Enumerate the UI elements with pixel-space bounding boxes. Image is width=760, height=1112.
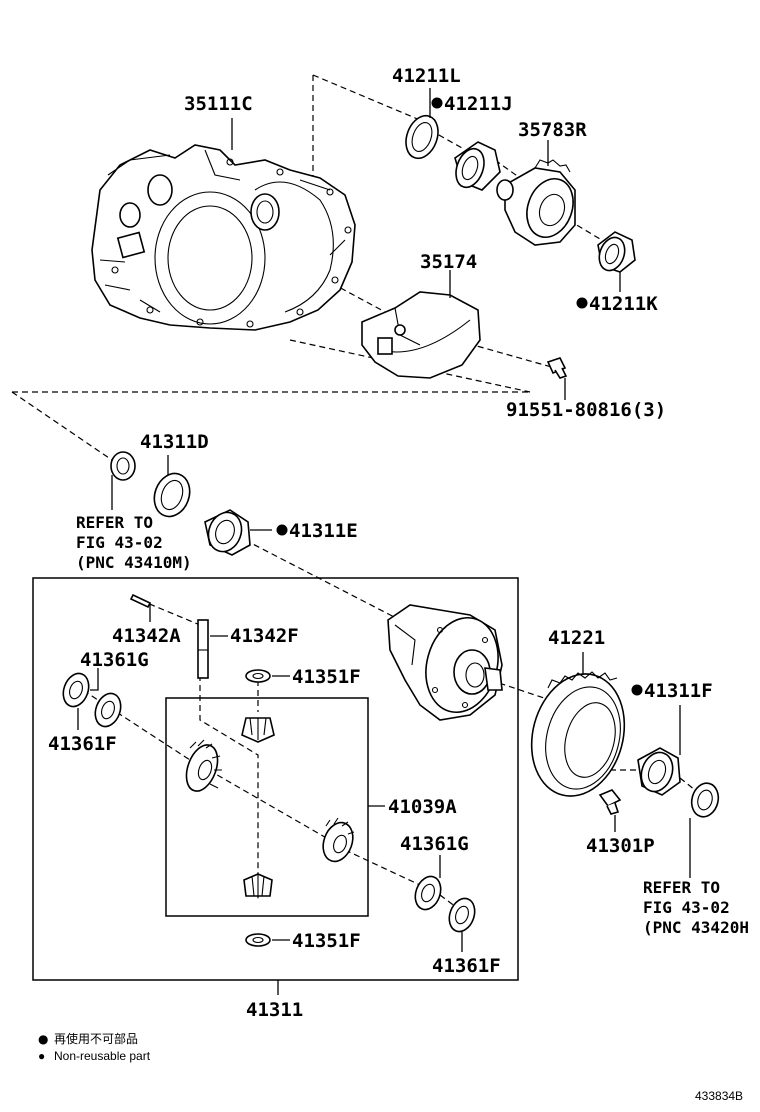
- label-41211j: 41211J: [444, 93, 513, 115]
- washer-41361g-top: [62, 672, 90, 708]
- label-41351f-top: 41351F: [292, 666, 361, 688]
- kit-box-41311: [32, 577, 519, 981]
- label-35111c: 35111C: [184, 93, 253, 115]
- label-35174: 35174: [420, 251, 477, 273]
- refer-right-line3: (PNC 43420H: [643, 918, 749, 937]
- assembly-lines: [11, 74, 696, 911]
- part-labels: 41211L 41211J 35111C 35783R 35174 41211K…: [48, 65, 749, 1021]
- nonreusable-marker-41211k: [576, 297, 588, 309]
- refer-right-line2: FIG 43-02: [643, 898, 730, 917]
- side-gear-left: [185, 739, 222, 792]
- label-41342f: 41342F: [230, 625, 299, 647]
- shaft-41342f: [197, 619, 209, 679]
- label-41211l: 41211L: [392, 65, 461, 87]
- legend-marker-en: ●: [38, 1049, 45, 1063]
- oil-seal-right: [690, 782, 720, 818]
- legend-japanese: 再使用不可部品: [54, 1031, 138, 1046]
- legend: ● 再使用不可部品 ● Non-reusable part: [38, 1031, 151, 1063]
- oil-seal-41311d-left: [110, 451, 136, 481]
- gear-35783r: [496, 159, 576, 246]
- bearing-41311e: [204, 509, 251, 556]
- bearing-41211k: [597, 231, 636, 273]
- pinion-gear-top: [241, 717, 275, 743]
- label-41342a: 41342A: [112, 625, 181, 647]
- label-41039a: 41039A: [388, 796, 457, 818]
- washer-41351f-top: [245, 669, 271, 683]
- pin-41342a: [129, 593, 152, 609]
- refer-right-line1: REFER TO: [643, 878, 720, 897]
- nonreusable-marker-41311e: [276, 524, 288, 536]
- label-41301p: 41301P: [586, 835, 655, 857]
- label-41351f-bottom: 41351F: [292, 930, 361, 952]
- leader-lines: [77, 88, 691, 995]
- label-41361g-top: 41361G: [80, 649, 149, 671]
- label-41311: 41311: [246, 999, 303, 1021]
- refer-left-line1: REFER TO: [76, 513, 153, 532]
- label-91551-80816: 91551-80816(3): [506, 399, 666, 421]
- nonreusable-marker-41211j: [431, 97, 443, 109]
- washer-41351f-bottom: [245, 933, 271, 947]
- legend-marker-jp: ●: [38, 1032, 48, 1046]
- race-41311d: [153, 472, 191, 518]
- washer-41361g-bottom: [414, 875, 442, 911]
- label-41311e: 41311E: [289, 520, 358, 542]
- label-41221: 41221: [548, 627, 605, 649]
- pinion-gear-bottom: [243, 873, 273, 897]
- bearing-41211j: [454, 141, 501, 191]
- bolt-41301p: [598, 789, 622, 815]
- legend-english: Non-reusable part: [54, 1049, 151, 1063]
- ring-gear-41221: [530, 671, 626, 797]
- nonreusable-marker-41311f: [631, 684, 643, 696]
- figure-id: 433834B: [695, 1089, 743, 1103]
- race-41211l: [405, 114, 439, 160]
- label-41361f-top: 41361F: [48, 733, 117, 755]
- label-41211k: 41211K: [589, 293, 658, 315]
- refer-left-line3: (PNC 43410M): [76, 553, 192, 572]
- label-41361g-bottom: 41361G: [400, 833, 469, 855]
- bearing-41311f: [637, 747, 681, 796]
- label-41311f: 41311F: [644, 680, 713, 702]
- label-35783r: 35783R: [518, 119, 587, 141]
- side-gear-right: [322, 817, 355, 863]
- label-41311d: 41311D: [140, 431, 209, 453]
- differential-case: [387, 604, 503, 721]
- bolt-91551-80816: [546, 357, 568, 379]
- oil-receiver-35174: [361, 291, 481, 379]
- washer-41361f-top: [94, 692, 122, 728]
- kit-box-41039a: [165, 697, 369, 917]
- washer-41361f-bottom: [448, 897, 476, 933]
- refer-left-line2: FIG 43-02: [76, 533, 163, 552]
- transaxle-case-35111c: [91, 144, 356, 331]
- label-41361f-bottom: 41361F: [432, 955, 501, 977]
